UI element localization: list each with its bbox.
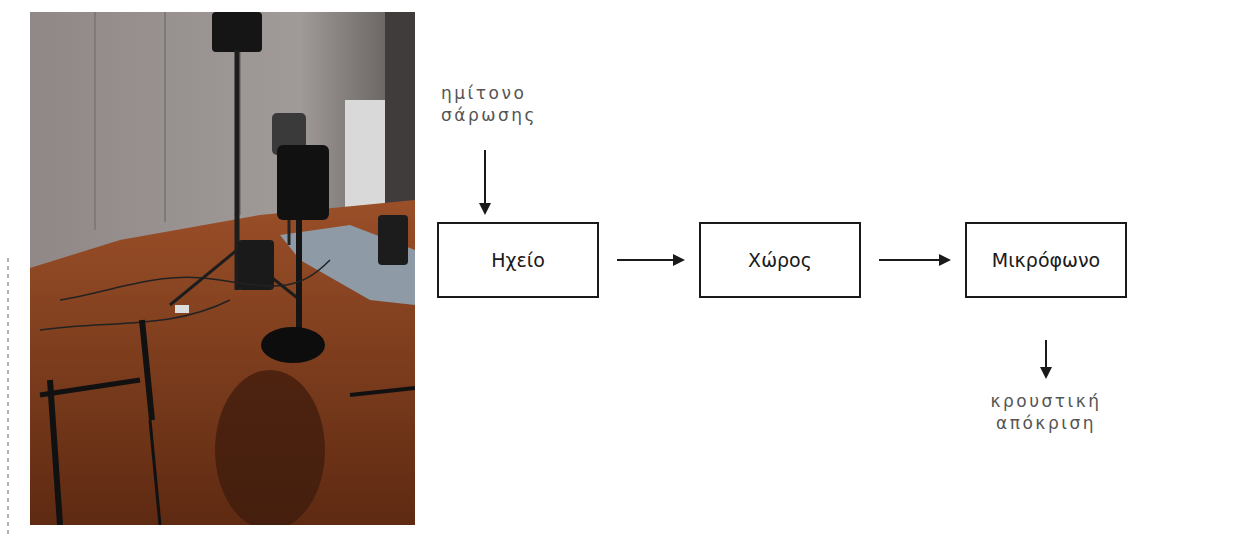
- box-label: Μικρόφωνο: [982, 249, 1110, 271]
- power-strip: [175, 305, 189, 313]
- speaker: [238, 240, 274, 290]
- microphone: [142, 320, 152, 420]
- margin-line: [7, 258, 9, 537]
- white-panel: [345, 100, 385, 215]
- mic-stand: [50, 380, 60, 525]
- studio-photo: [30, 12, 415, 525]
- mic-boom: [350, 388, 415, 395]
- input-arrow: [484, 150, 486, 213]
- speaker: [212, 12, 262, 52]
- box-label: Ηχείο: [481, 249, 555, 271]
- flow-arrow: [879, 259, 949, 261]
- signal-label: κρουστική απόκριση: [976, 390, 1116, 434]
- speaker: [277, 145, 329, 220]
- wall-panel: [94, 12, 96, 230]
- signal-label: ημίτονο σάρωσης: [441, 82, 566, 126]
- cable: [60, 260, 330, 300]
- stand: [296, 220, 302, 335]
- box-label: Χώρος: [738, 249, 822, 271]
- cable: [40, 300, 230, 330]
- wall-panel: [164, 12, 166, 222]
- mic-stand: [150, 420, 160, 525]
- speaker: [378, 215, 408, 265]
- output-arrow: [1045, 340, 1047, 377]
- stand-base: [261, 327, 325, 363]
- process-box: Μικρόφωνο: [965, 222, 1127, 298]
- flow-arrow: [617, 259, 683, 261]
- mic-boom: [40, 380, 140, 395]
- shadow: [215, 370, 325, 525]
- process-box: Χώρος: [699, 222, 861, 298]
- process-box: Ηχείο: [437, 222, 599, 298]
